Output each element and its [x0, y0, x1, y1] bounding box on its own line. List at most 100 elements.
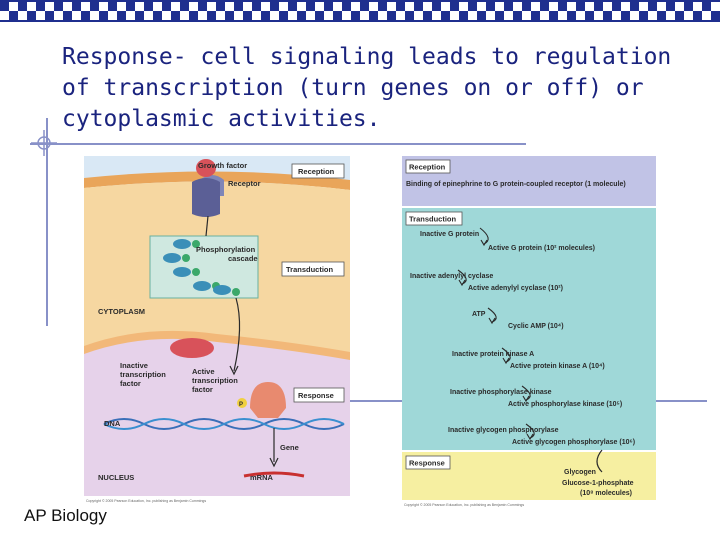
checker-cell	[450, 11, 459, 20]
checker-cell	[657, 11, 666, 20]
checker-pattern	[0, 2, 720, 20]
checker-cell	[711, 2, 720, 11]
checker-cell	[72, 11, 81, 20]
growth-factor-label: Growth factor	[198, 161, 247, 170]
checker-cell	[630, 2, 639, 11]
reception-label: Reception	[409, 163, 446, 172]
checker-cell	[486, 2, 495, 11]
checker-cell	[198, 11, 207, 20]
response-molecules: (10⁸ molecules)	[580, 490, 632, 497]
checker-cell	[108, 2, 117, 11]
transduction-label: Transduction	[409, 215, 457, 224]
checker-cell	[666, 2, 675, 11]
checker-cell	[117, 11, 126, 20]
checker-cell	[576, 2, 585, 11]
cascade-arrows	[457, 227, 535, 441]
checker-cell	[702, 11, 711, 20]
title-rule-vertical	[46, 118, 48, 326]
checker-cell	[369, 11, 378, 20]
checker-cell	[513, 11, 522, 20]
checker-cell	[396, 2, 405, 11]
checker-cell	[504, 11, 513, 20]
checker-cell	[234, 2, 243, 11]
checker-cell	[162, 11, 171, 20]
active-tf-label-3: factor	[192, 385, 213, 394]
checker-cell	[279, 11, 288, 20]
reception-box-label: Reception	[298, 167, 335, 176]
step-atp: ATP	[472, 311, 486, 318]
checker-cell	[540, 2, 549, 11]
checker-cell	[486, 11, 495, 20]
checker-cell	[9, 11, 18, 20]
checker-cell	[243, 11, 252, 20]
checker-cell	[270, 11, 279, 20]
checker-cell	[270, 2, 279, 11]
checker-cell	[288, 11, 297, 20]
checker-cell	[666, 11, 675, 20]
response-label-box	[405, 455, 451, 470]
checker-cell	[342, 11, 351, 20]
title-line-2: of transcription (turn genes on or off) …	[62, 75, 644, 101]
checker-cell	[135, 11, 144, 20]
checker-cell	[162, 2, 171, 11]
checker-cell	[459, 11, 468, 20]
checker-cell	[693, 2, 702, 11]
checker-cell	[351, 2, 360, 11]
checker-cell	[216, 2, 225, 11]
active-tf-shape	[250, 382, 286, 418]
step-active-adenylyl-cyclase: Active adenylyl cyclase (10²)	[468, 285, 563, 292]
step-cyclic-amp: Cyclic AMP (10⁴)	[508, 323, 564, 330]
checker-cell	[396, 11, 405, 20]
checker-cell	[45, 2, 54, 11]
checker-cell	[81, 2, 90, 11]
checker-cell	[90, 11, 99, 20]
checker-cell	[315, 2, 324, 11]
checker-cell	[108, 11, 117, 20]
mrna-label: mRNA	[250, 473, 274, 482]
checker-cell	[558, 2, 567, 11]
checker-cell	[684, 11, 693, 20]
response-box	[293, 387, 345, 403]
checker-cell	[171, 11, 180, 20]
checker-cell	[594, 2, 603, 11]
transduction-box	[281, 261, 345, 277]
active-tf-label-1: Active	[192, 367, 215, 376]
checker-cell	[387, 2, 396, 11]
step-active-pka: Active protein kinase A (10⁴)	[510, 363, 605, 370]
checker-cell	[261, 2, 270, 11]
checker-cell	[441, 11, 450, 20]
amplification-cascade-figure: Reception Binding of epinephrine to G pr…	[402, 156, 656, 507]
checker-cell	[468, 2, 477, 11]
response-glucose: Glucose-1-phosphate	[562, 480, 634, 487]
checker-cell	[504, 2, 513, 11]
checker-cell	[189, 2, 198, 11]
checker-cell	[513, 2, 522, 11]
checker-cell	[207, 11, 216, 20]
checker-cell	[414, 2, 423, 11]
checker-cell	[45, 11, 54, 20]
checker-cell	[234, 11, 243, 20]
reception-text: Binding of epinephrine to G protein-coup…	[406, 181, 626, 188]
checker-cell	[216, 11, 225, 20]
cascade-arrow	[233, 297, 241, 372]
checker-cell	[171, 2, 180, 11]
transduction-panel	[402, 208, 656, 450]
receptor-shape	[192, 178, 220, 217]
checker-cell	[243, 2, 252, 11]
cascade-label: cascade	[228, 254, 258, 263]
checker-cell	[360, 11, 369, 20]
response-glycogen: Glycogen	[564, 469, 596, 476]
checker-cell	[288, 2, 297, 11]
cascade-arrowhead	[480, 239, 488, 247]
checker-cell	[252, 11, 261, 20]
checker-cell	[639, 11, 648, 20]
checker-cell	[117, 2, 126, 11]
checker-cell	[180, 2, 189, 11]
checker-cell	[126, 2, 135, 11]
checker-cell	[198, 2, 207, 11]
checker-cell	[567, 11, 576, 20]
checker-cell	[99, 11, 108, 20]
checker-cell	[540, 11, 549, 20]
right-figure-copyright: Copyright © 2005 Pearson Education, Inc.…	[404, 503, 524, 507]
checker-cell	[432, 2, 441, 11]
